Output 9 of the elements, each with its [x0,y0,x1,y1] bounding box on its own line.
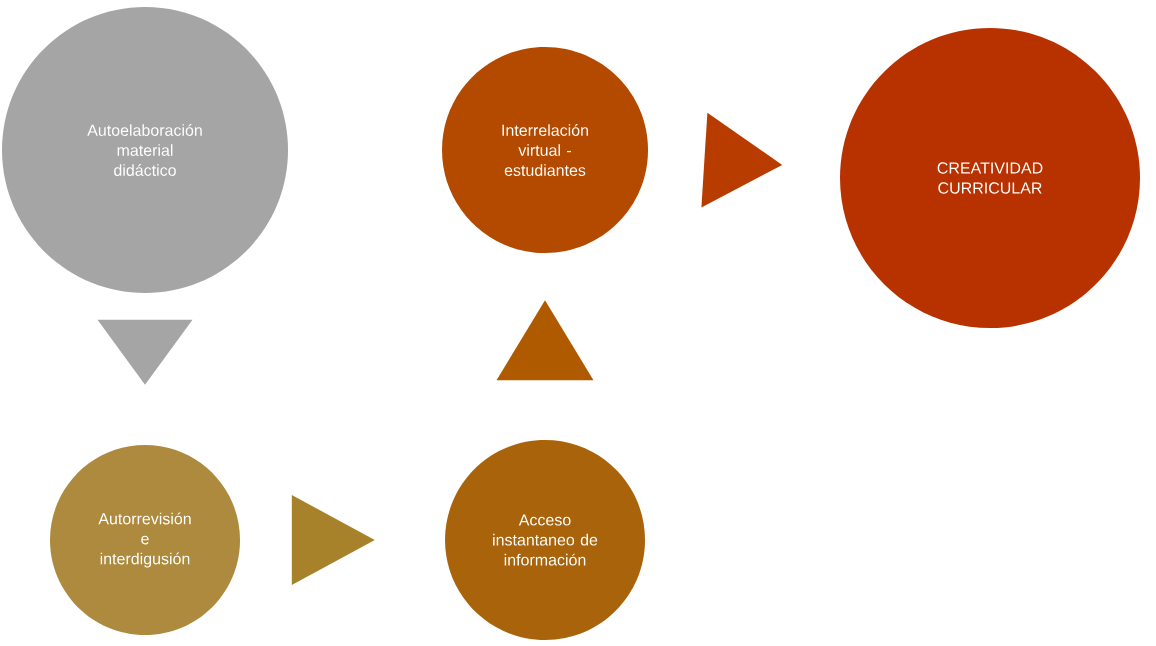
circle-node: Interrelación virtual - estudiantes [442,47,648,253]
arrow [496,300,594,381]
circle-node: Acceso instantaneo de información [445,440,645,640]
circle-node: Autoelaboración material didáctico [2,7,288,293]
arrow [291,495,375,585]
arrow [97,319,193,385]
arrow [701,112,783,208]
circle-node: CREATIVIDAD CURRICULAR [840,28,1140,328]
circle-node: Autorrevisión e interdigusión [50,445,240,635]
